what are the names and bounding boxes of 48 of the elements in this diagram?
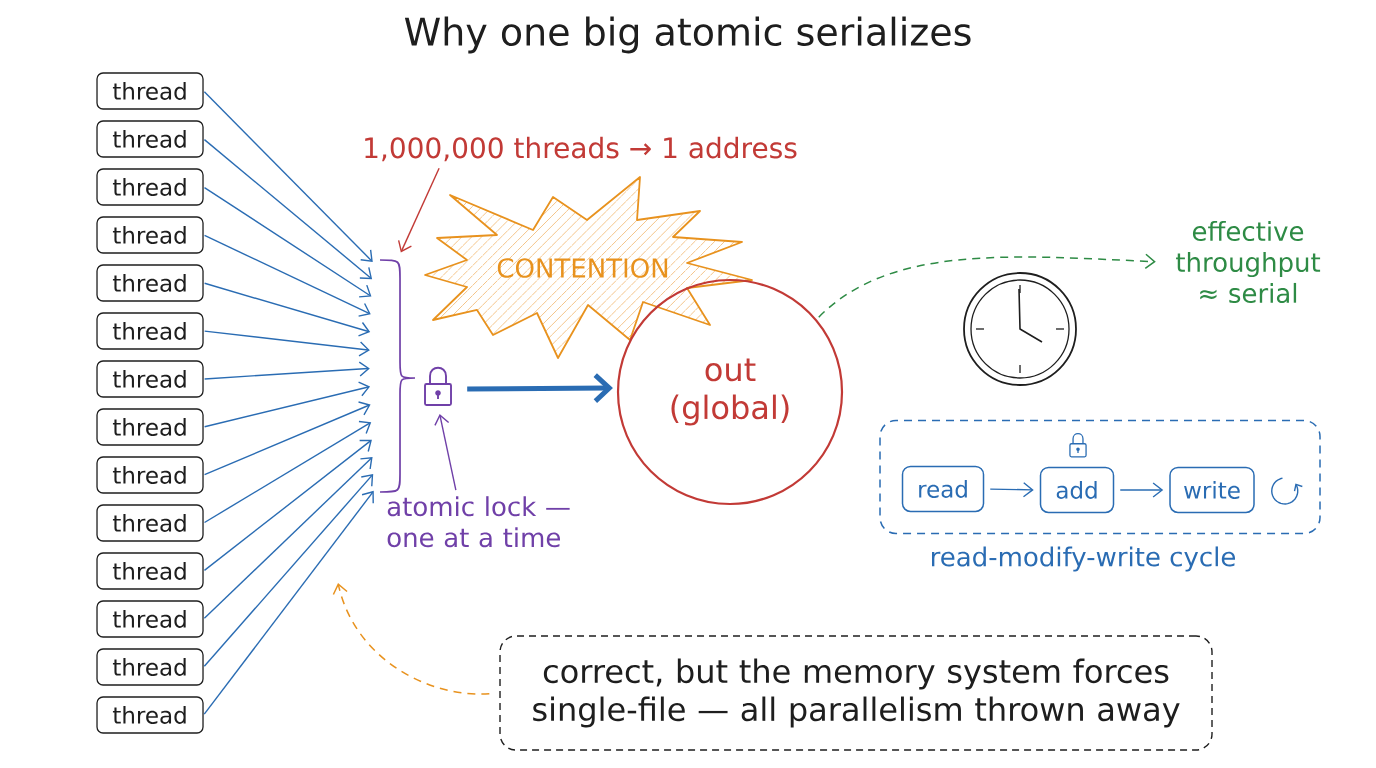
thread-box: thread — [96, 456, 204, 494]
thread-box: thread — [96, 600, 204, 638]
annotation: atomic lock — one at a time — [387, 496, 570, 548]
thread-box: thread — [96, 216, 204, 254]
arrow — [203, 361, 370, 380]
thread-box: thread — [96, 72, 204, 110]
starburst: CONTENTION — [424, 176, 753, 359]
arrow — [203, 401, 371, 476]
thread-box: thread — [96, 168, 204, 206]
step-box: add — [1039, 466, 1115, 514]
thread-box: thread — [96, 552, 204, 590]
annotation: effective throughput ≈ serial — [1176, 220, 1321, 304]
arrow — [203, 234, 371, 317]
thread-box: thread — [96, 264, 204, 302]
dashed-arrow — [818, 253, 1156, 318]
arrow — [203, 490, 374, 715]
thread-box: thread — [96, 408, 204, 446]
group-label: read-modify-write cycle — [932, 546, 1235, 572]
step-box: read — [901, 465, 985, 513]
step-box: write — [1169, 466, 1255, 514]
arrow — [203, 186, 372, 298]
arrow — [1119, 482, 1164, 498]
arrow — [203, 381, 371, 428]
arrow — [989, 482, 1034, 498]
title: Why one big atomic serializes — [404, 16, 971, 54]
thread-box: thread — [96, 360, 204, 398]
arrow — [467, 373, 613, 403]
arrow — [203, 456, 373, 619]
thread-box: thread — [96, 504, 204, 542]
arrow — [203, 138, 373, 280]
arrow — [203, 473, 374, 667]
dashed-arrow — [332, 583, 491, 695]
arrow — [203, 330, 370, 357]
arrow — [203, 439, 372, 572]
curly-brace — [379, 259, 416, 493]
thread-box: thread — [96, 120, 204, 158]
thread-box: thread — [96, 696, 204, 734]
lock-icon — [424, 366, 452, 406]
thread-box: thread — [96, 648, 204, 686]
arrow — [203, 282, 371, 337]
loop-arrow — [1271, 477, 1303, 505]
arrow — [397, 167, 440, 253]
arrow — [434, 414, 457, 491]
arrow — [203, 420, 372, 524]
note-box: correct, but the memory system forces single-file — all parallelism thrown away — [499, 635, 1213, 751]
thread-box: thread — [96, 312, 204, 350]
annotation: 1,000,000 threads → 1 address — [365, 136, 797, 162]
arrow — [203, 91, 373, 262]
